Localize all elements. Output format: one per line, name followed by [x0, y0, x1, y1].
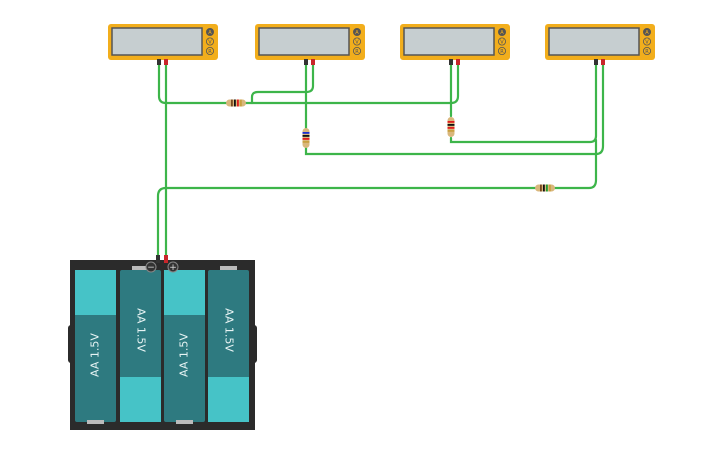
aa-cell: AA 1.5V: [208, 266, 249, 422]
resistor[interactable]: [226, 99, 246, 107]
meter-display: [403, 27, 495, 56]
negative-terminal-icon: [145, 261, 157, 273]
mode-label: V: [208, 40, 212, 46]
mode-label: A: [645, 30, 649, 36]
mode-label: V: [645, 40, 649, 46]
wire[interactable]: [553, 138, 598, 190]
mode-button-a[interactable]: [205, 27, 214, 36]
multimeter[interactable]: AVR: [400, 24, 510, 65]
meter-display: [548, 27, 640, 56]
red-probe[interactable]: [311, 59, 315, 65]
mode-label: V: [500, 40, 504, 46]
red-probe[interactable]: [456, 59, 460, 65]
wire[interactable]: [250, 62, 315, 105]
mode-button-r[interactable]: [497, 47, 506, 56]
aa-cell: AA 1.5V: [75, 270, 116, 424]
red-probe[interactable]: [164, 59, 168, 65]
positive-lead[interactable]: [164, 255, 168, 263]
mode-button-v[interactable]: [497, 37, 506, 46]
mode-label: R: [500, 49, 504, 55]
red-probe[interactable]: [601, 59, 605, 65]
multimeter[interactable]: AVR: [108, 24, 218, 65]
wire[interactable]: [244, 62, 460, 105]
mode-button-a[interactable]: [352, 27, 361, 36]
mode-button-r[interactable]: [643, 47, 652, 56]
resistor[interactable]: [535, 184, 555, 192]
resistor[interactable]: [302, 128, 310, 148]
negative-lead[interactable]: [156, 255, 160, 263]
positive-label: +: [169, 263, 177, 273]
mode-label: R: [645, 49, 649, 55]
multimeter[interactable]: AVR: [255, 24, 365, 65]
mode-button-v[interactable]: [352, 37, 361, 46]
mode-label: A: [208, 30, 212, 36]
black-probe[interactable]: [449, 59, 453, 65]
wire[interactable]: [449, 62, 598, 144]
cell-label: AA 1.5V: [135, 308, 148, 352]
negative-label: −: [147, 263, 155, 273]
battery-pack-4xAA[interactable]: AA 1.5V AA 1.5V AA 1.5V AA 1.5V − +: [68, 255, 257, 430]
mode-label: R: [355, 49, 359, 55]
wire[interactable]: [304, 62, 605, 156]
mode-label: A: [500, 30, 504, 36]
multimeter[interactable]: AVR: [545, 24, 655, 65]
black-probe[interactable]: [157, 59, 161, 65]
mode-button-r[interactable]: [205, 47, 214, 56]
aa-cell: AA 1.5V: [120, 266, 161, 422]
cell-label: AA 1.5V: [223, 308, 236, 352]
mode-button-v[interactable]: [205, 37, 214, 46]
wire[interactable]: [156, 186, 537, 264]
resistor[interactable]: [447, 117, 455, 137]
positive-terminal-icon: [167, 261, 179, 273]
black-probe[interactable]: [594, 59, 598, 65]
cell-label: AA 1.5V: [178, 333, 191, 377]
cell-label: AA 1.5V: [89, 333, 102, 377]
mode-button-a[interactable]: [497, 27, 506, 36]
meter-display: [258, 27, 350, 56]
mode-label: R: [208, 49, 212, 55]
aa-cell: AA 1.5V: [164, 270, 205, 424]
mode-label: A: [355, 30, 359, 36]
mode-button-v[interactable]: [643, 37, 652, 46]
meter-display: [111, 27, 203, 56]
mode-button-r[interactable]: [352, 47, 361, 56]
mode-button-a[interactable]: [643, 27, 652, 36]
wire[interactable]: [157, 62, 228, 105]
mode-label: V: [355, 40, 359, 46]
black-probe[interactable]: [304, 59, 308, 65]
